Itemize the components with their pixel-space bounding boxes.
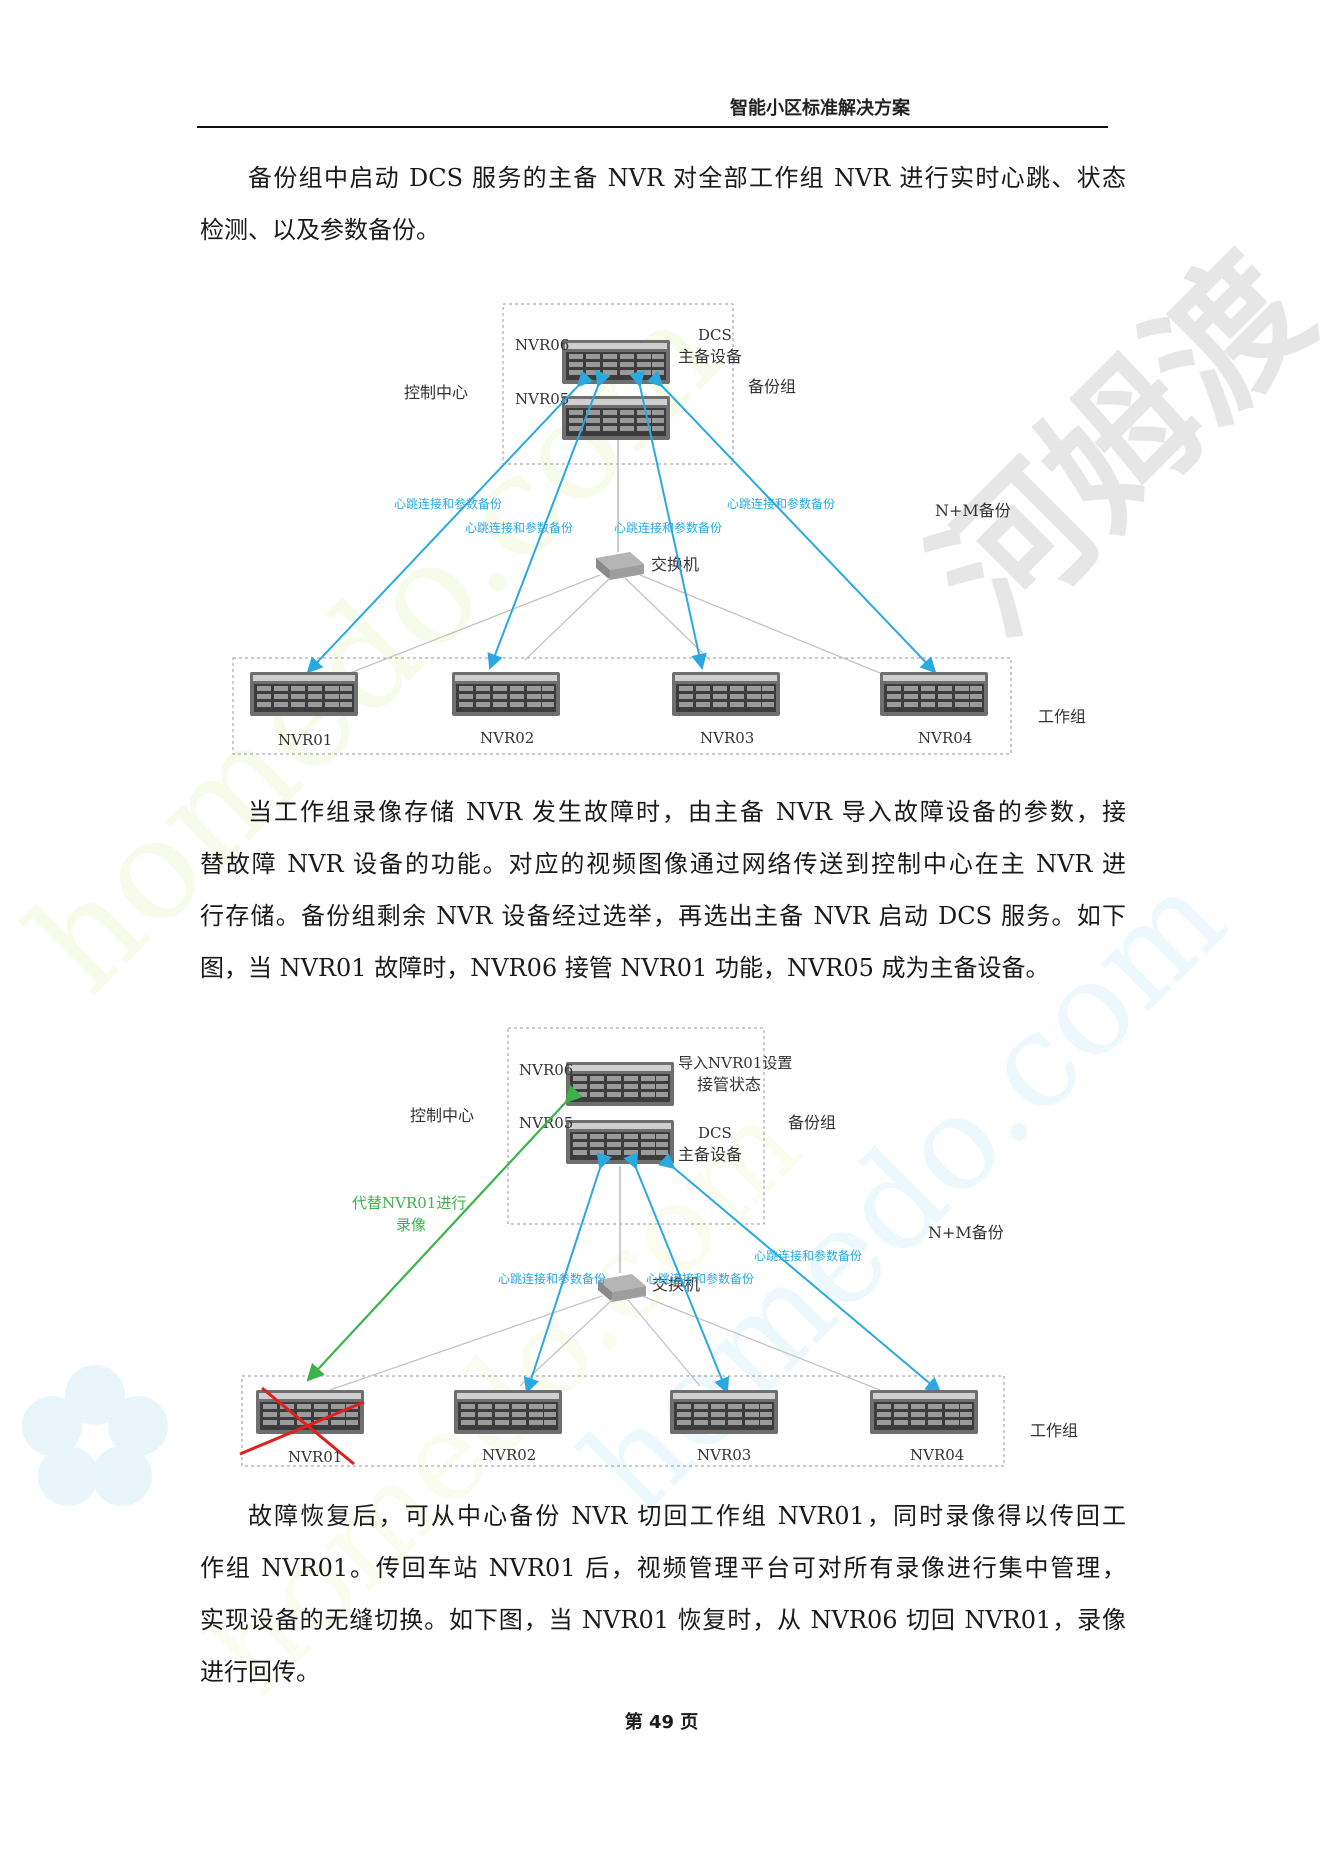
replace-label: 代替NVR01进行 xyxy=(352,1194,466,1212)
page-number: 第 49 页 xyxy=(624,1712,699,1733)
paragraph-1-line-2: 检测、以及参数备份。 xyxy=(200,216,440,244)
work-group-label: 工作组 xyxy=(1038,707,1086,726)
paragraph-3-line-4: 进行回传。 xyxy=(200,1658,320,1686)
nvr02-device xyxy=(452,672,560,716)
work-group-label-2: 工作组 xyxy=(1030,1421,1078,1440)
heartbeat-label-6: 心跳连接和参数备份 xyxy=(646,1271,754,1286)
nvr06-label-2: NVR06 xyxy=(519,1061,573,1079)
heartbeat-label-7: 心跳连接和参数备份 xyxy=(754,1248,862,1263)
dcs-role-label: 主备设备 xyxy=(678,347,742,366)
nm-backup-label: N+M备份 xyxy=(935,501,1011,520)
backup-group-label-2: 备份组 xyxy=(788,1113,836,1132)
nvr02-device-2 xyxy=(454,1390,562,1434)
heartbeat-label-3: 心跳连接和参数备份 xyxy=(614,520,722,535)
nvr03-label: NVR03 xyxy=(700,729,754,747)
paragraph-2-line-4: 图，当 NVR01 故障时，NVR06 接管 NVR01 功能，NVR05 成为… xyxy=(200,954,1050,982)
header-rule xyxy=(197,126,1108,128)
heartbeat-label-1: 心跳连接和参数备份 xyxy=(394,496,502,511)
import-label: 导入NVR01设置 xyxy=(678,1054,792,1072)
control-center-label-2: 控制中心 xyxy=(410,1106,474,1125)
work-group-box xyxy=(232,657,1012,755)
heartbeat-label-4: 心跳连接和参数备份 xyxy=(727,496,835,511)
replace-label-2: 录像 xyxy=(396,1216,426,1234)
switch-label: 交换机 xyxy=(651,555,699,574)
paragraph-2-line-2: 替故障 NVR 设备的功能。对应的视频图像通过网络传送到控制中心在主 NVR 进 xyxy=(200,850,1126,878)
nvr03-device-2 xyxy=(670,1390,778,1434)
nvr04-device-2 xyxy=(870,1390,978,1434)
paragraph-3-line-3: 实现设备的无缝切换。如下图，当 NVR01 恢复时，从 NVR06 切回 NVR… xyxy=(200,1606,1126,1634)
dcs-role-label-2: 主备设备 xyxy=(678,1145,742,1164)
paragraph-3-line-2: 作组 NVR01。传回车站 NVR01 后，视频管理平台可对所有录像进行集中管理… xyxy=(200,1554,1126,1582)
heartbeat-label-5: 心跳连接和参数备份 xyxy=(498,1271,606,1286)
nvr03-label-2: NVR03 xyxy=(697,1446,751,1464)
nvr06-device xyxy=(562,340,670,384)
takeover-status-label: 接管状态 xyxy=(697,1075,761,1094)
paragraph-2-line-3: 行存储。备份组剩余 NVR 设备经过选举，再选出主备 NVR 启动 DCS 服务… xyxy=(200,902,1126,930)
nvr04-label-2: NVR04 xyxy=(910,1446,964,1464)
nvr02-label-2: NVR02 xyxy=(482,1446,536,1464)
control-center-label: 控制中心 xyxy=(404,383,468,402)
paragraph-1-line-1: 备份组中启动 DCS 服务的主备 NVR 对全部工作组 NVR 进行实时心跳、状… xyxy=(248,164,1126,192)
header-title: 智能小区标准解决方案 xyxy=(730,98,910,119)
nvr01-device xyxy=(250,672,358,716)
nvr01-label: NVR01 xyxy=(278,731,332,749)
paragraph-2-line-1: 当工作组录像存储 NVR 发生故障时，由主备 NVR 导入故障设备的参数，接 xyxy=(248,798,1126,826)
heartbeat-label-2: 心跳连接和参数备份 xyxy=(465,520,573,535)
paragraph-3-line-1: 故障恢复后，可从中心备份 NVR 切回工作组 NVR01，同时录像得以传回工 xyxy=(248,1502,1126,1530)
backup-group-label: 备份组 xyxy=(748,377,796,396)
nvr05-device-2 xyxy=(566,1120,674,1164)
nvr05-device xyxy=(562,396,670,440)
work-group-box-2 xyxy=(241,1375,1005,1467)
nvr06-device-2 xyxy=(566,1062,674,1106)
nvr04-device xyxy=(880,672,988,716)
failure-cross-icon xyxy=(239,1386,365,1466)
nvr01-label-2: NVR01 xyxy=(288,1448,342,1466)
switch-device xyxy=(596,552,644,580)
nvr04-label: NVR04 xyxy=(918,729,972,747)
nvr05-label: NVR05 xyxy=(515,390,569,408)
nvr03-device xyxy=(672,672,780,716)
nvr02-label: NVR02 xyxy=(480,729,534,747)
dcs-label: DCS xyxy=(698,326,732,344)
nm-backup-label-2: N+M备份 xyxy=(928,1223,1004,1242)
diagram-failover: NVR06 NVR05 导入NVR01设置 接管状态 DCS 主备设备 备份组 … xyxy=(239,1027,1078,1467)
nvr06-label: NVR06 xyxy=(515,336,569,354)
diagram-normal-backup: NVR06 NVR05 DCS 主备设备 备份组 控制中心 交换机 心跳连接和参… xyxy=(232,303,1086,755)
dcs-label-2: DCS xyxy=(698,1124,732,1142)
